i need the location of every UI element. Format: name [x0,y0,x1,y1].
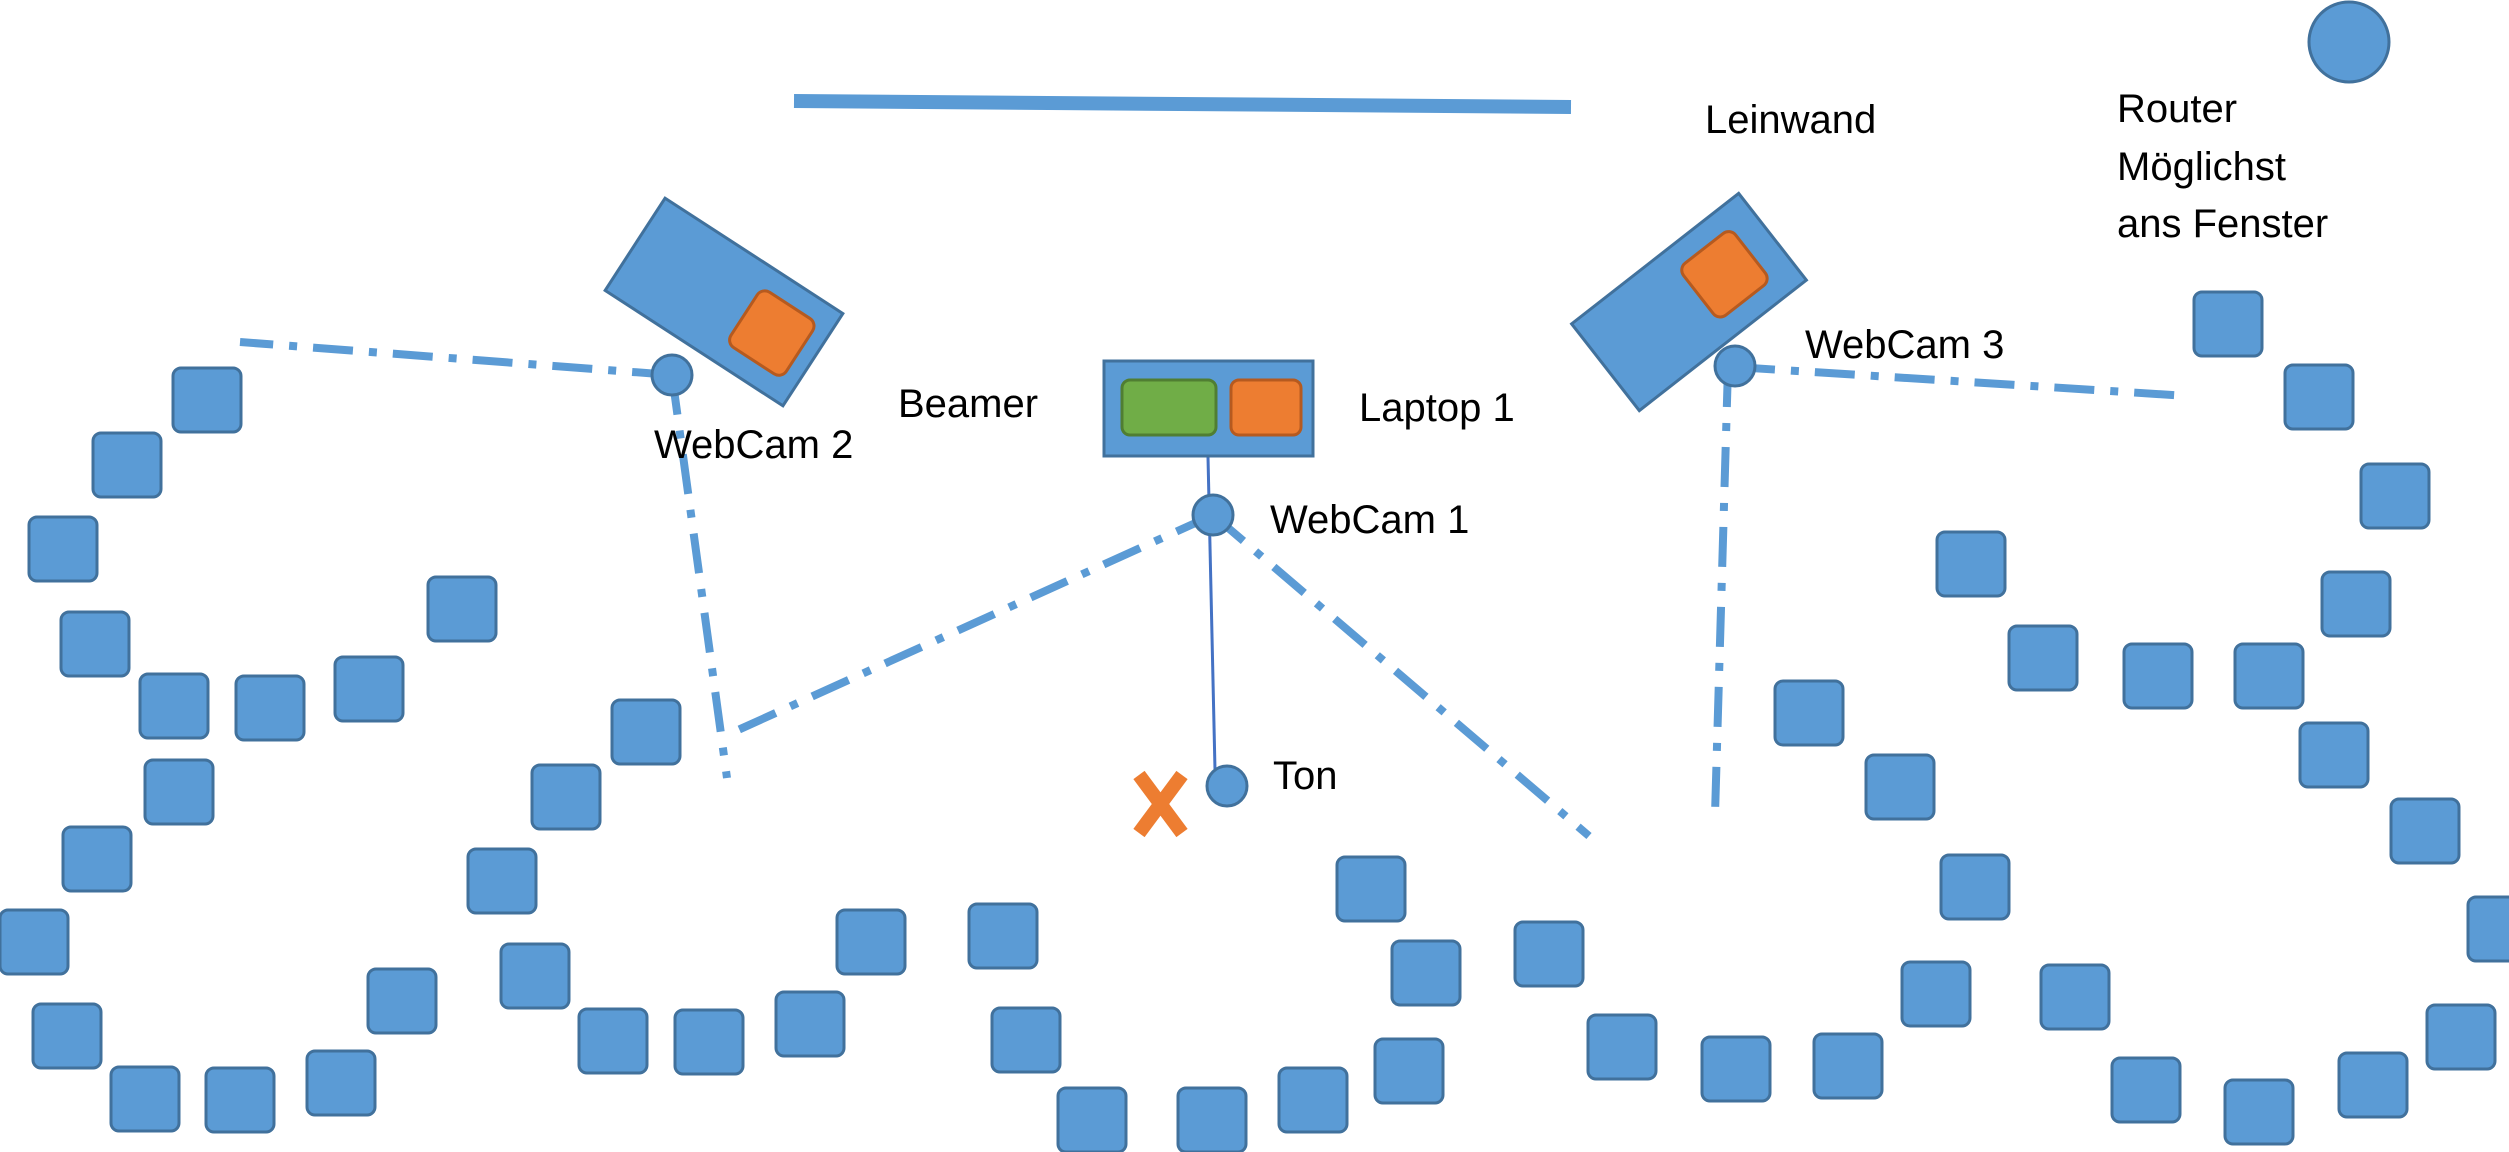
webcam3-label: WebCam 3 [1805,323,2004,367]
ton-label: Ton [1273,754,1338,798]
seat-16 [366,967,438,1035]
seat-20 [499,942,571,1010]
seat-45 [2298,721,2370,789]
seat-41 [1935,530,2007,598]
webcam1-icon [1191,493,1235,537]
webcam1-label: WebCam 1 [1270,498,1469,542]
seat-46 [2389,797,2461,865]
seat-28 [1176,1086,1248,1152]
webcam3-link-down [1711,366,1732,816]
camera-housing-left [603,196,845,408]
projection-screen [793,94,1572,114]
seat-1 [171,366,243,434]
seat-54 [2283,363,2355,431]
laptop-label: Laptop 1 [1359,386,1515,430]
seat-14 [204,1066,276,1134]
seat-31 [1390,939,1462,1007]
seat-23 [774,990,846,1058]
seat-13 [109,1065,181,1133]
beamer-label: Beamer [898,382,1038,426]
seat-10 [61,825,133,893]
seat-43 [2122,642,2194,710]
laptop-module [1229,378,1303,437]
router-label-line3: ans Fenster [2117,202,2328,246]
seat-44 [2233,642,2305,710]
seat-4 [59,610,131,678]
seat-11 [0,908,70,976]
seating-area [0,290,2509,1152]
laptop-beamer-unit [1102,359,1315,458]
seat-50 [2223,1078,2295,1146]
seat-24 [835,908,907,976]
seat-32 [1335,855,1407,923]
seat-48 [2425,1003,2497,1071]
seat-8 [426,575,498,643]
seat-25 [967,902,1039,970]
seat-33 [1513,920,1585,988]
seat-30 [1373,1037,1445,1105]
webcam2-link-left [239,338,673,379]
seat-19 [466,847,538,915]
microphone-icon [1205,764,1249,808]
seat-47 [2466,895,2509,963]
seat-5 [138,672,210,740]
seat-9 [143,758,215,826]
seat-18 [530,763,602,831]
webcam1-link-right [1210,511,1592,840]
webcam3-icon [1713,344,1757,388]
seat-22 [673,1008,745,1076]
seat-2 [91,431,163,499]
seat-12 [31,1002,103,1070]
tone-marker-x-icon [1133,770,1188,838]
seat-29 [1277,1066,1349,1134]
seat-53 [2192,290,2264,358]
seat-37 [1900,960,1972,1028]
seat-40 [1773,679,1845,747]
webcam2-link-down [668,374,731,779]
seat-36 [1812,1032,1884,1100]
seat-27 [1056,1086,1128,1152]
router-label-line1: Router [2117,87,2237,131]
seat-26 [990,1006,1062,1074]
beamer-module [1120,378,1218,437]
seat-35 [1700,1035,1772,1103]
seat-49 [2337,1051,2409,1119]
router-label-line2: Möglichst [2117,145,2286,189]
seat-3 [27,515,99,583]
seat-21 [577,1007,649,1075]
webcam2-icon [650,353,694,397]
webcam3-link-right [1734,363,2189,400]
camera-housing-right [1569,191,1809,413]
leinwand-label: Leinwand [1705,98,1876,142]
webcam1-link-left [725,511,1215,739]
connection-lines [239,338,2189,840]
seat-39 [1864,753,1936,821]
seat-38 [1939,853,2011,921]
seat-34 [1586,1013,1658,1081]
seat-55 [2359,462,2431,530]
seat-17 [610,698,682,766]
seat-6 [234,674,306,742]
seat-7 [333,655,405,723]
seat-15 [305,1049,377,1117]
webcam2-label: WebCam 2 [654,423,853,467]
seat-52 [2039,963,2111,1031]
seat-42 [2007,624,2079,692]
router-icon [2307,0,2391,84]
seat-51 [2110,1056,2182,1124]
seat-56 [2320,570,2392,638]
